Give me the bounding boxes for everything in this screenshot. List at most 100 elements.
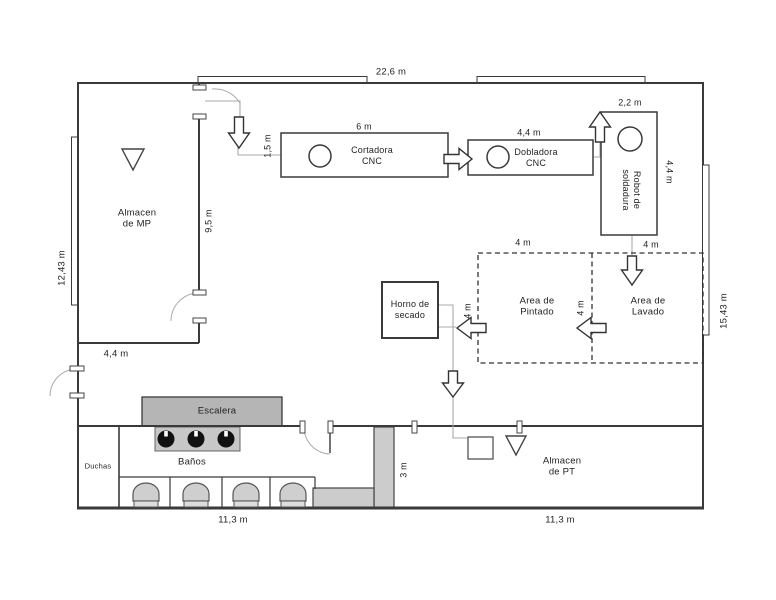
toilet-icon xyxy=(232,482,260,508)
flow-lines xyxy=(205,100,633,439)
wall-accent-top-right xyxy=(476,76,646,83)
room-label-line: Area de xyxy=(630,295,666,307)
storage-triangle-icon xyxy=(120,148,146,172)
sinks xyxy=(157,430,235,448)
sink-icon xyxy=(187,430,205,448)
door-jamb xyxy=(516,420,523,434)
arrow-right-icon xyxy=(443,147,474,171)
arrow-up-icon xyxy=(588,110,612,143)
room-label-almacen-pt: Almacen de PT xyxy=(543,456,581,479)
door-jamb xyxy=(192,84,207,91)
sink-icon xyxy=(217,430,235,448)
dim-pt-corridor: 3 m xyxy=(398,462,409,478)
toilet-icon xyxy=(132,482,160,508)
toilet-stalls xyxy=(119,476,316,508)
arrow-down-icon xyxy=(620,255,644,287)
door-jamb xyxy=(192,289,207,296)
room-label-banos: Baños xyxy=(178,456,206,468)
flow-door-to-cortadora xyxy=(237,147,281,156)
horno-secado-box xyxy=(381,281,439,339)
machine-spindle-icon xyxy=(617,126,643,152)
dim-lavado-to-pintado: 4 m xyxy=(575,300,586,316)
door-arc-top-left xyxy=(211,88,241,104)
door-jamb xyxy=(327,420,334,434)
sink-faucet-icon xyxy=(164,431,168,437)
door-jambs xyxy=(69,84,523,434)
toilet-icon xyxy=(279,482,307,508)
wall-accent-top-left xyxy=(197,76,368,83)
dim-mp-bottom-width: 4,4 m xyxy=(103,348,129,360)
room-label-line: Almacen xyxy=(117,207,157,219)
machine-label-line: Cortadora xyxy=(351,145,393,156)
dim-door-to-cortadora: 1,5 m xyxy=(262,134,273,158)
wall-accent-right xyxy=(702,164,710,336)
arrow-down-icon xyxy=(441,370,465,399)
sink-faucet-icon xyxy=(224,431,228,437)
room-label-line: de MP xyxy=(122,219,152,230)
door-jamb xyxy=(192,113,207,120)
sink-faucet-icon xyxy=(194,431,198,437)
door-jamb xyxy=(192,317,207,324)
dim-pt-width: 11,3 m xyxy=(545,514,575,526)
machine-label-robot: Robot de soldadura xyxy=(620,169,642,210)
machine-label-line: soldadura xyxy=(621,169,631,211)
dim-cortadora-width: 6 m xyxy=(356,121,372,132)
door-jamb xyxy=(69,365,85,372)
door-jamb xyxy=(299,420,306,434)
room-label-line: Almacen xyxy=(542,455,582,467)
room-label-area-pintado: Area de Pintado xyxy=(520,296,555,319)
dim-pintado-to-horno: 4 m xyxy=(462,303,473,319)
process-areas xyxy=(477,252,704,364)
sink-icon xyxy=(157,430,175,448)
arrow-left-icon xyxy=(575,316,607,340)
arrow-down-icon xyxy=(227,116,251,150)
machine-label-line: CNC xyxy=(525,158,547,168)
room-label-line: Area de xyxy=(519,295,555,307)
machines xyxy=(280,111,658,339)
wall-accent-left xyxy=(71,136,78,306)
toilet-icon xyxy=(182,482,210,508)
door-jamb xyxy=(411,420,418,434)
room-label-almacen-mp: Almacen de MP xyxy=(118,208,156,231)
gray-structures xyxy=(141,396,395,509)
thick-wall-horizontal xyxy=(312,487,375,509)
door-arc-mp-interior xyxy=(170,292,200,322)
dim-robot-height: 4,4 m xyxy=(664,160,675,184)
machine-spindle-icon xyxy=(486,145,510,169)
dim-left-height: 12,43 m xyxy=(56,250,68,286)
room-label-area-lavado: Area de Lavado xyxy=(631,296,666,319)
machine-label-line: Robot de xyxy=(631,170,642,210)
flow-into-pt-station xyxy=(452,397,467,439)
dim-top-width: 22,6 m xyxy=(375,66,407,78)
machine-label-line: Horno de xyxy=(390,299,430,310)
dim-mp-inner-height: 9,5 m xyxy=(203,209,214,233)
machine-label-line: secado xyxy=(394,310,426,320)
room-label-line: de PT xyxy=(548,467,576,478)
machine-spindle-icon xyxy=(308,144,332,168)
flow-dobladora-to-robot xyxy=(593,143,601,158)
machine-label-dobladora: Dobladora CNC xyxy=(514,147,557,169)
staircase-block xyxy=(141,396,283,427)
wall-accents xyxy=(71,76,710,336)
room-label-duchas: Duchas xyxy=(84,461,112,471)
dashed-area-outline xyxy=(477,252,704,364)
dim-banos-width: 11,3 m xyxy=(218,514,248,526)
dim-dobladora-width: 4,4 m xyxy=(517,127,541,138)
door-arc-banos xyxy=(303,427,331,455)
room-label-line: Lavado xyxy=(631,307,665,318)
thick-wall-vertical xyxy=(373,426,395,509)
symbols xyxy=(120,148,528,460)
dim-robot-to-lavado: 4 m xyxy=(643,239,659,250)
arrow-left-icon xyxy=(455,316,487,340)
machine-label-horno: Horno de secado xyxy=(391,299,430,321)
room-label-escalera: Escalera xyxy=(197,405,237,417)
toilets xyxy=(132,482,307,508)
room-label-line: Pintado xyxy=(520,307,554,318)
flow-horno-to-pt xyxy=(438,304,454,370)
machine-label-line: Dobladora xyxy=(514,147,558,158)
door-jamb xyxy=(69,392,85,399)
dim-pintado-top: 4 m xyxy=(515,237,531,248)
machine-label-line: CNC xyxy=(361,156,383,166)
